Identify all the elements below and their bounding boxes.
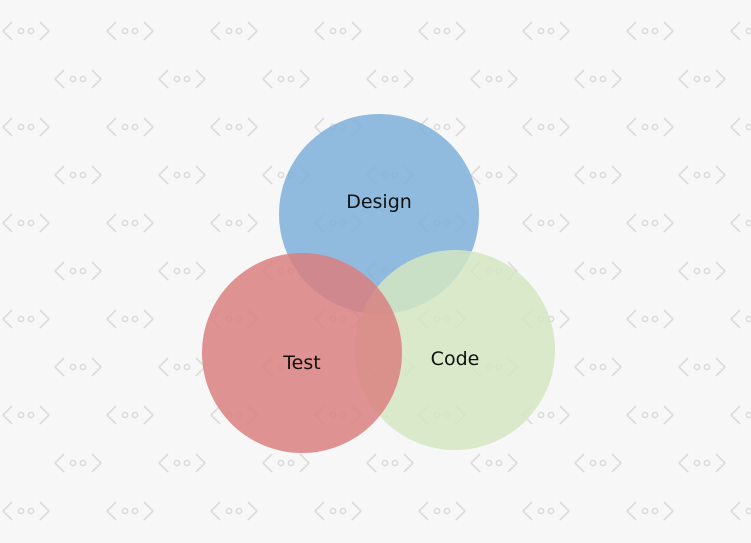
code-label: Code: [430, 348, 480, 370]
design-label: Design: [346, 191, 412, 213]
test-circle: [202, 253, 402, 453]
code-circle: [355, 250, 555, 450]
test-label: Test: [283, 352, 321, 374]
